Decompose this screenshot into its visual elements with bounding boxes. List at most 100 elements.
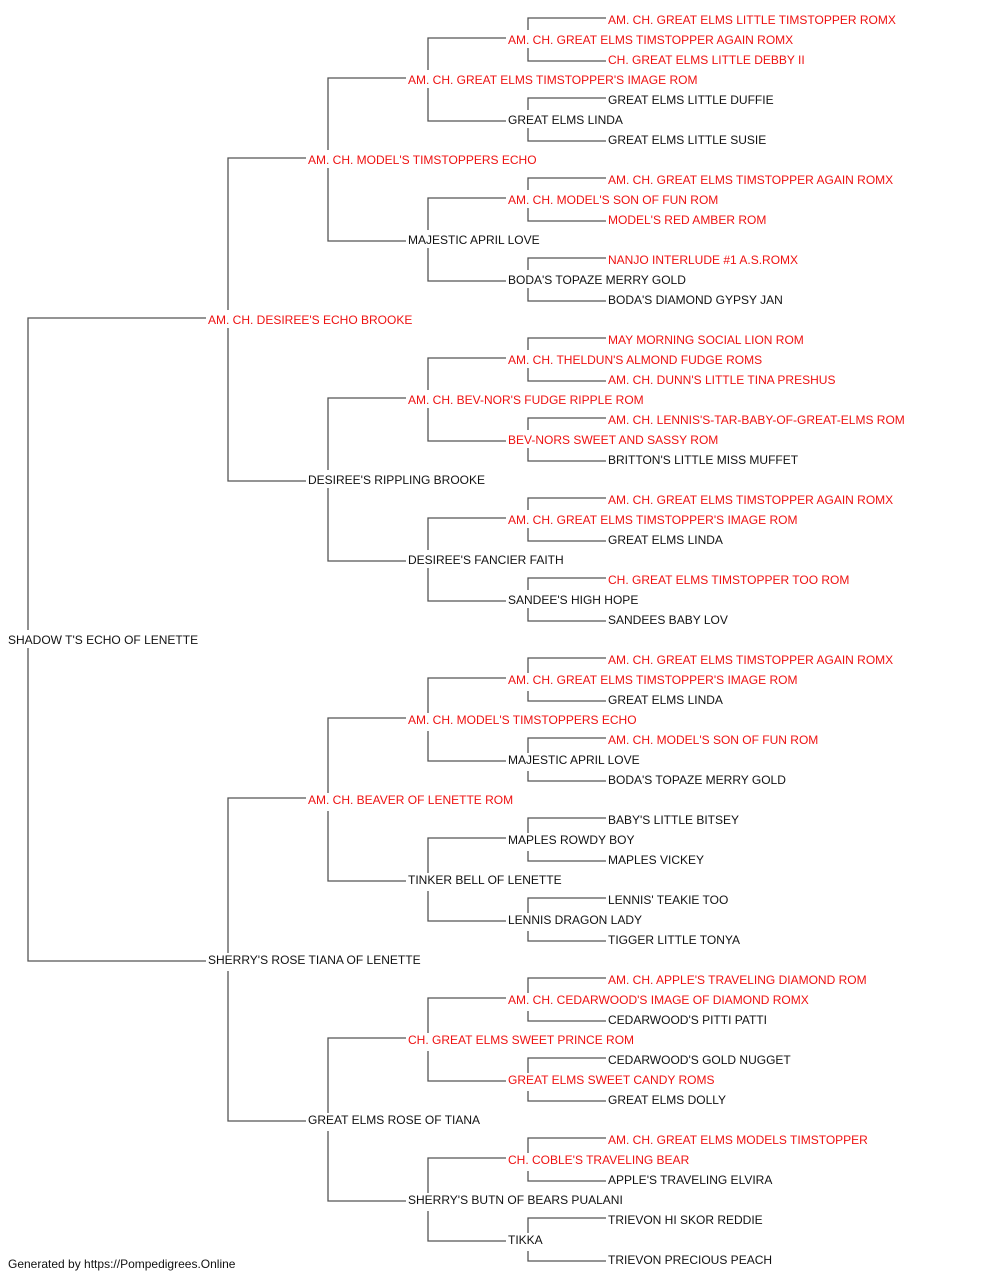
- ancestor-name-sire-dam-dam-sire: AM. CH. GREAT ELMS TIMSTOPPER'S IMAGE RO…: [508, 513, 797, 527]
- dam-connector: [527, 288, 606, 302]
- sire-connector: [527, 257, 606, 270]
- dam-connector: [427, 731, 506, 762]
- dam-connector: [427, 88, 506, 122]
- ancestor-name-sire-sire-sire-dam: GREAT ELMS LINDA: [508, 113, 623, 127]
- ancestor-name-dam-dam-dam-dam-sire: TRIEVON HI SKOR REDDIE: [608, 1213, 763, 1227]
- ancestor-name-sire-dam-dam: DESIREE'S FANCIER FAITH: [408, 553, 564, 567]
- dam-connector: [527, 691, 606, 702]
- ancestor-name-sire-dam-sire-sire-sire: MAY MORNING SOCIAL LION ROM: [608, 333, 804, 347]
- sire-connector: [427, 1157, 506, 1193]
- sire-connector: [527, 577, 606, 590]
- dam-connector: [427, 1211, 506, 1242]
- ancestor-name-sire-sire-dam-dam: BODA'S TOPAZE MERRY GOLD: [508, 273, 686, 287]
- dam-connector: [527, 1011, 606, 1022]
- ancestor-name-dam-dam-dam-sire-dam: APPLE'S TRAVELING ELVIRA: [608, 1173, 772, 1187]
- ancestor-name-dam-sire-sire-dam-dam: BODA'S TOPAZE MERRY GOLD: [608, 773, 786, 787]
- ancestor-name-dam-dam-dam-sire-sire: AM. CH. GREAT ELMS MODELS TIMSTOPPER: [608, 1133, 868, 1147]
- sire-connector: [527, 497, 606, 510]
- ancestor-name-sire-dam-sire-dam: BEV-NORS SWEET AND SASSY ROM: [508, 433, 718, 447]
- sire-connector: [327, 1037, 406, 1113]
- ancestor-name-sire-sire-sire-sire-dam: CH. GREAT ELMS LITTLE DEBBY II: [608, 53, 805, 67]
- ancestor-name-sire-sire-dam: MAJESTIC APRIL LOVE: [408, 233, 540, 247]
- dam-connector: [527, 48, 606, 62]
- ancestor-name-sire-dam-dam-sire-dam: GREAT ELMS LINDA: [608, 533, 723, 547]
- dam-connector: [527, 1251, 606, 1262]
- ancestor-name-sire-dam-dam-dam: SANDEE'S HIGH HOPE: [508, 593, 638, 607]
- ancestor-name-sire-dam: DESIREE'S RIPPLING BROOKE: [308, 473, 485, 487]
- dam-connector: [427, 891, 506, 922]
- dam-connector: [427, 248, 506, 282]
- sire-connector: [527, 897, 606, 913]
- ancestor-name-sire-sire-sire-dam-sire: GREAT ELMS LITTLE DUFFIE: [608, 93, 774, 107]
- ancestor-name-sire-sire-sire: AM. CH. GREAT ELMS TIMSTOPPER'S IMAGE RO…: [408, 73, 697, 87]
- ancestor-name-dam-sire-dam-sire-dam: MAPLES VICKEY: [608, 853, 704, 867]
- dam-connector: [427, 1051, 506, 1082]
- ancestor-name-sire-sire: AM. CH. MODEL'S TIMSTOPPERS ECHO: [308, 153, 537, 167]
- sire-connector: [327, 77, 406, 150]
- dam-connector: [527, 1171, 606, 1182]
- sire-connector: [527, 97, 606, 110]
- ancestor-name-dam-sire-sire-dam-sire: AM. CH. MODEL'S SON OF FUN ROM: [608, 733, 818, 747]
- sire-connector: [427, 197, 506, 230]
- sire-connector: [527, 737, 606, 753]
- ancestor-name-sire-sire-dam-dam-sire: NANJO INTERLUDE #1 A.S.ROMX: [608, 253, 798, 267]
- dam-connector: [427, 568, 506, 602]
- ancestor-name-sire-dam-dam-dam-sire: CH. GREAT ELMS TIMSTOPPER TOO ROM: [608, 573, 849, 587]
- sire-connector: [427, 517, 506, 550]
- ancestor-name-dam-dam-sire-sire-sire: AM. CH. APPLE'S TRAVELING DIAMOND ROM: [608, 973, 867, 987]
- sire-connector: [327, 397, 406, 470]
- ancestor-name-sire-dam-sire-dam-dam: BRITTON'S LITTLE MISS MUFFET: [608, 453, 799, 467]
- dam-connector: [227, 328, 306, 482]
- dam-connector: [527, 1091, 606, 1102]
- dam-connector: [527, 608, 606, 622]
- dam-connector: [327, 811, 406, 882]
- ancestor-name-sire-dam-dam-dam-dam: SANDEES BABY LOV: [608, 613, 728, 627]
- ancestor-name-sire-sire-sire-dam-dam: GREAT ELMS LITTLE SUSIE: [608, 133, 766, 147]
- dam-connector: [527, 528, 606, 542]
- ancestor-name-sire-sire-sire-sire: AM. CH. GREAT ELMS TIMSTOPPER AGAIN ROMX: [508, 33, 793, 47]
- ancestor-name-dam-sire-dam-sire: MAPLES ROWDY BOY: [508, 833, 634, 847]
- sire-connector: [527, 657, 606, 673]
- ancestor-name-dam-dam-dam-sire: CH. COBLE'S TRAVELING BEAR: [508, 1153, 690, 1167]
- sire-connector: [527, 417, 606, 430]
- dam-connector: [527, 851, 606, 862]
- dam-connector: [527, 208, 606, 222]
- dam-connector: [427, 408, 506, 442]
- ancestor-name-dam-sire-sire-sire: AM. CH. GREAT ELMS TIMSTOPPER'S IMAGE RO…: [508, 673, 797, 687]
- ancestor-name-sire: AM. CH. DESIREE'S ECHO BROOKE: [208, 313, 412, 327]
- ancestor-name-sire-sire-dam-dam-dam: BODA'S DIAMOND GYPSY JAN: [608, 293, 783, 307]
- dam-connector: [527, 448, 606, 462]
- ancestor-name-dam-sire-dam: TINKER BELL OF LENETTE: [408, 873, 562, 887]
- ancestor-name-dam-sire-sire: AM. CH. MODEL'S TIMSTOPPERS ECHO: [408, 713, 637, 727]
- ancestor-name-dam-sire-sire-dam: MAJESTIC APRIL LOVE: [508, 753, 640, 767]
- ancestor-name-dam-dam-sire-dam-sire: CEDARWOOD'S GOLD NUGGET: [608, 1053, 791, 1067]
- ancestor-name-dam-dam-dam-dam-dam: TRIEVON PRECIOUS PEACH: [608, 1253, 772, 1267]
- ancestor-name-dam-sire-dam-dam: LENNIS DRAGON LADY: [508, 913, 642, 927]
- ancestor-name-dam-dam: GREAT ELMS ROSE OF TIANA: [308, 1113, 480, 1127]
- ancestor-name-dam-sire: AM. CH. BEAVER OF LENETTE ROM: [308, 793, 513, 807]
- ancestor-name-sire-dam-sire-sire-dam: AM. CH. DUNN'S LITTLE TINA PRESHUS: [608, 373, 835, 387]
- sire-connector: [527, 1137, 606, 1153]
- ancestor-name-sire-sire-dam-sire: AM. CH. MODEL'S SON OF FUN ROM: [508, 193, 718, 207]
- footer-credit: Generated by https://Pompedigrees.Online: [8, 1257, 236, 1271]
- ancestor-name-sire-sire-dam-sire-dam: MODEL'S RED AMBER ROM: [608, 213, 766, 227]
- dam-connector: [327, 488, 406, 562]
- ancestor-name-dam-sire-sire-sire-sire: AM. CH. GREAT ELMS TIMSTOPPER AGAIN ROMX: [608, 653, 893, 667]
- ancestor-name-dam-dam-sire: CH. GREAT ELMS SWEET PRINCE ROM: [408, 1033, 634, 1047]
- ancestor-name-sire-dam-sire: AM. CH. BEV-NOR'S FUDGE RIPPLE ROM: [408, 393, 644, 407]
- ancestor-name-sire-dam-dam-sire-sire: AM. CH. GREAT ELMS TIMSTOPPER AGAIN ROMX: [608, 493, 893, 507]
- sire-connector: [427, 357, 506, 390]
- sire-connector: [527, 817, 606, 833]
- sire-connector: [227, 157, 306, 310]
- ancestor-name-dam-dam-sire-dam: GREAT ELMS SWEET CANDY ROMS: [508, 1073, 714, 1087]
- ancestor-name-sire-dam-sire-dam-sire: AM. CH. LENNIS'S-TAR-BABY-OF-GREAT-ELMS …: [608, 413, 905, 427]
- dam-connector: [227, 971, 306, 1122]
- sire-connector: [227, 797, 306, 953]
- ancestor-name-dam-dam-sire-sire-dam: CEDARWOOD'S PITTI PATTI: [608, 1013, 767, 1027]
- ancestor-name-dam: SHERRY'S ROSE TIANA OF LENETTE: [208, 953, 421, 967]
- dam-connector: [327, 168, 406, 242]
- dam-connector: [27, 648, 206, 962]
- ancestor-name-dam-sire-dam-dam-dam: TIGGER LITTLE TONYA: [608, 933, 740, 947]
- sire-connector: [427, 37, 506, 70]
- sire-connector: [427, 837, 506, 873]
